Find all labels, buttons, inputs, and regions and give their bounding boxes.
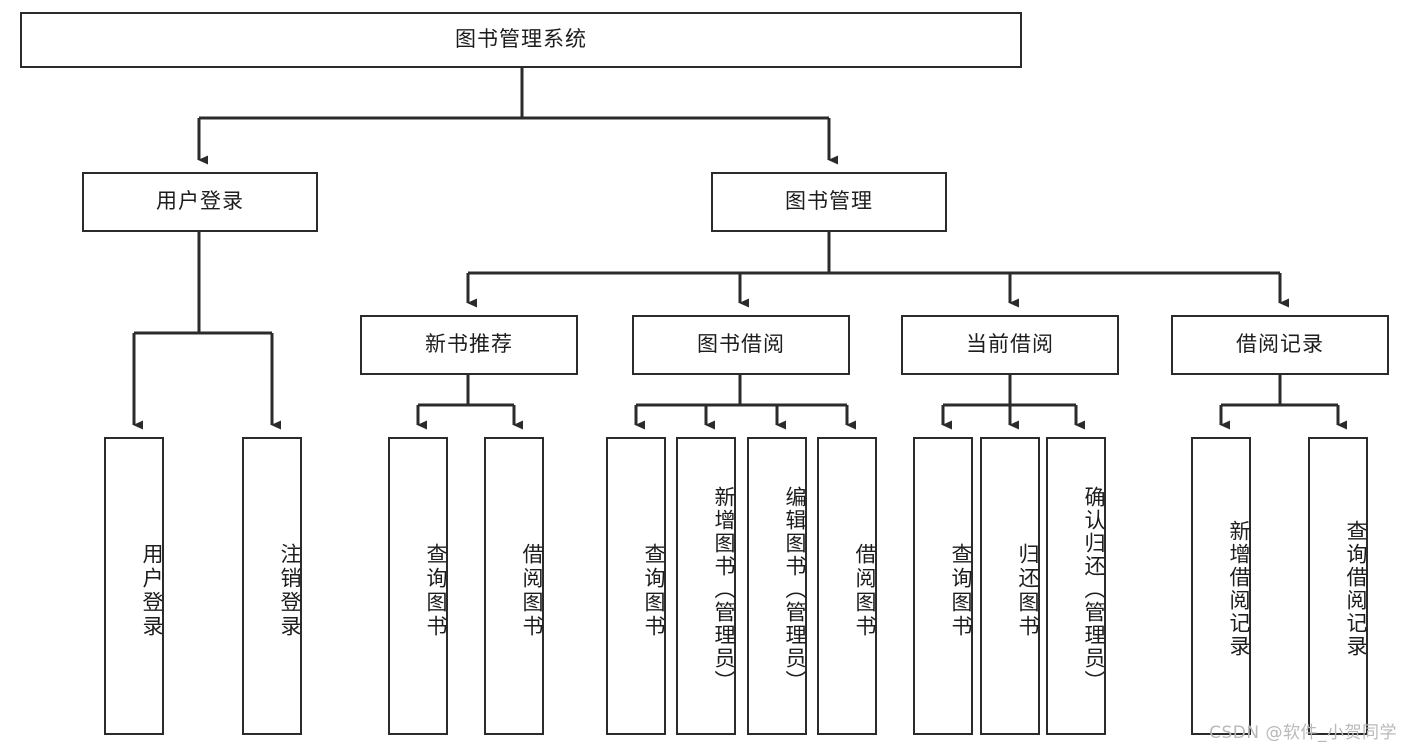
node-label: 用户登录: [156, 189, 244, 214]
node-leaf-borrow-book[interactable]: 借阅图书: [817, 437, 877, 735]
node-leaf-query-book-current[interactable]: 查询图书: [913, 437, 973, 735]
node-label: 注销登录: [278, 543, 302, 639]
node-new-book-recommend[interactable]: 新书推荐: [360, 315, 578, 375]
node-label: 编辑图书（管理员）: [783, 485, 807, 693]
node-leaf-confirm-return-admin[interactable]: 确认归还（管理员）: [1046, 437, 1106, 735]
node-label: 查询借阅记录: [1344, 520, 1368, 658]
node-label: 新增借阅记录: [1227, 520, 1251, 658]
node-leaf-logout-login[interactable]: 注销登录: [242, 437, 302, 735]
node-label: 新书推荐: [425, 332, 513, 357]
node-label: 图书管理: [785, 189, 873, 214]
node-borrow-record[interactable]: 借阅记录: [1171, 315, 1389, 375]
node-label: 查询图书: [424, 543, 448, 639]
node-leaf-query-book-borrow[interactable]: 查询图书: [606, 437, 666, 735]
node-label: 用户登录: [140, 543, 164, 639]
node-label: 确认归还（管理员）: [1082, 485, 1106, 693]
node-label: 借阅图书: [853, 543, 877, 639]
node-leaf-add-borrow-record[interactable]: 新增借阅记录: [1191, 437, 1251, 735]
node-label: 当前借阅: [966, 332, 1054, 357]
node-leaf-query-borrow-record[interactable]: 查询借阅记录: [1308, 437, 1368, 735]
node-label: 图书管理系统: [455, 27, 587, 52]
node-leaf-user-login[interactable]: 用户登录: [104, 437, 164, 735]
node-leaf-edit-book-admin[interactable]: 编辑图书（管理员）: [747, 437, 807, 735]
node-label: 借阅图书: [520, 543, 544, 639]
node-label: 查询图书: [949, 543, 973, 639]
node-leaf-query-book-recommend[interactable]: 查询图书: [388, 437, 448, 735]
node-leaf-add-book-admin[interactable]: 新增图书（管理员）: [676, 437, 736, 735]
node-root-book-management-system[interactable]: 图书管理系统: [20, 12, 1022, 68]
node-leaf-borrow-book-recommend[interactable]: 借阅图书: [484, 437, 544, 735]
node-label: 图书借阅: [697, 332, 785, 357]
node-label: 借阅记录: [1236, 332, 1324, 357]
node-book-borrow[interactable]: 图书借阅: [632, 315, 850, 375]
watermark-text: CSDN @软件_小贺同学: [1209, 723, 1397, 743]
node-current-borrow[interactable]: 当前借阅: [901, 315, 1119, 375]
node-label: 归还图书: [1016, 543, 1040, 639]
node-book-management[interactable]: 图书管理: [711, 172, 947, 232]
node-leaf-return-book[interactable]: 归还图书: [980, 437, 1040, 735]
node-label: 新增图书（管理员）: [712, 485, 736, 693]
node-label: 查询图书: [642, 543, 666, 639]
node-user-login[interactable]: 用户登录: [82, 172, 318, 232]
